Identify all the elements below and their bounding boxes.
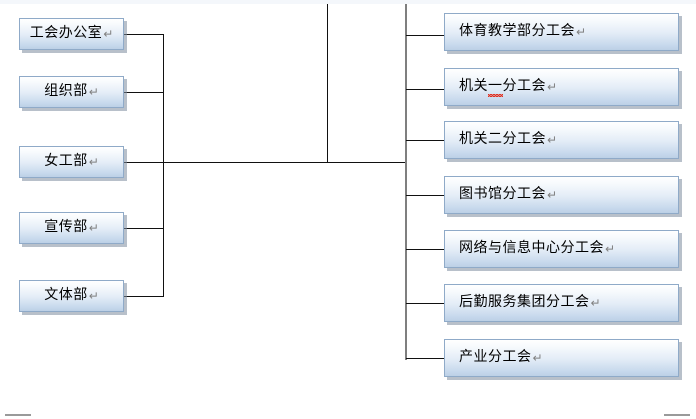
margin-mark-bottom-left bbox=[5, 414, 31, 416]
node-label-spellcheck-word: 一 bbox=[488, 79, 503, 97]
connector-right-7 bbox=[406, 358, 445, 359]
paragraph-mark-icon: ↵ bbox=[532, 351, 543, 365]
node-box-network-info-center-branch-union[interactable]: 网络与信息中心分工会↵ bbox=[444, 230, 679, 268]
node-label-prefix: 机关 bbox=[459, 79, 488, 94]
connector-right-1 bbox=[406, 35, 445, 36]
connector-right-5 bbox=[406, 249, 445, 250]
paragraph-mark-icon: ↵ bbox=[88, 85, 99, 99]
node-box-union-office[interactable]: 工会办公室↵ bbox=[19, 18, 124, 50]
node-box-industry-branch-union[interactable]: 产业分工会↵ bbox=[444, 339, 679, 377]
paragraph-mark-icon: ↵ bbox=[590, 296, 601, 310]
connector-right-spine bbox=[405, 4, 407, 360]
connector-left-4 bbox=[124, 228, 164, 229]
node-label: 体育教学部分工会 bbox=[459, 24, 575, 39]
node-label: 工会办公室 bbox=[29, 26, 103, 41]
node-label-suffix: 分工会 bbox=[502, 79, 546, 94]
node-box-women-workers-dept[interactable]: 女工部↵ bbox=[19, 146, 124, 178]
node-label: 图书馆分工会 bbox=[459, 187, 546, 202]
paragraph-mark-icon: ↵ bbox=[605, 242, 616, 256]
connector-left-5 bbox=[124, 296, 164, 297]
node-label: 女工部 bbox=[44, 154, 88, 169]
node-box-admin-one-branch-union[interactable]: 机关一分工会↵ bbox=[444, 68, 679, 106]
paragraph-mark-icon: ↵ bbox=[88, 289, 99, 303]
node-box-publicity-dept[interactable]: 宣传部↵ bbox=[19, 212, 124, 244]
node-box-pe-teaching-branch-union[interactable]: 体育教学部分工会↵ bbox=[444, 13, 679, 51]
node-label: 文体部 bbox=[44, 288, 88, 303]
node-label: 宣传部 bbox=[44, 220, 88, 235]
node-box-admin-two-branch-union[interactable]: 机关二分工会↵ bbox=[444, 121, 679, 159]
node-label: 后勤服务集团分工会 bbox=[459, 295, 590, 310]
margin-mark-bottom-right bbox=[664, 414, 690, 416]
connector-right-6 bbox=[406, 303, 445, 304]
connector-left-1 bbox=[124, 34, 164, 35]
node-box-logistics-group-branch-union[interactable]: 后勤服务集团分工会↵ bbox=[444, 284, 679, 322]
connector-right-3 bbox=[406, 140, 445, 141]
connector-left-2 bbox=[124, 92, 164, 93]
paragraph-mark-icon: ↵ bbox=[576, 25, 587, 39]
connector-right-2 bbox=[406, 89, 445, 90]
page-top-tint bbox=[0, 0, 696, 4]
node-label: 产业分工会 bbox=[459, 350, 532, 365]
node-label: 组织部 bbox=[44, 84, 88, 99]
connector-left-spine bbox=[163, 34, 164, 296]
paragraph-mark-icon: ↵ bbox=[547, 133, 558, 147]
node-box-culture-sports-dept[interactable]: 文体部↵ bbox=[19, 280, 124, 312]
connector-main-trunk bbox=[163, 162, 406, 163]
node-label: 机关二分工会 bbox=[459, 132, 546, 147]
paragraph-mark-icon: ↵ bbox=[103, 27, 114, 41]
connector-root-riser bbox=[327, 4, 328, 163]
paragraph-mark-icon: ↵ bbox=[88, 221, 99, 235]
node-box-organization-dept[interactable]: 组织部↵ bbox=[19, 76, 124, 108]
paragraph-mark-icon: ↵ bbox=[547, 80, 558, 94]
node-label: 网络与信息中心分工会 bbox=[459, 241, 604, 256]
connector-left-3 bbox=[124, 162, 164, 163]
connector-right-4 bbox=[406, 195, 445, 196]
paragraph-mark-icon: ↵ bbox=[88, 155, 99, 169]
paragraph-mark-icon: ↵ bbox=[547, 188, 558, 202]
node-box-library-branch-union[interactable]: 图书馆分工会↵ bbox=[444, 176, 679, 214]
